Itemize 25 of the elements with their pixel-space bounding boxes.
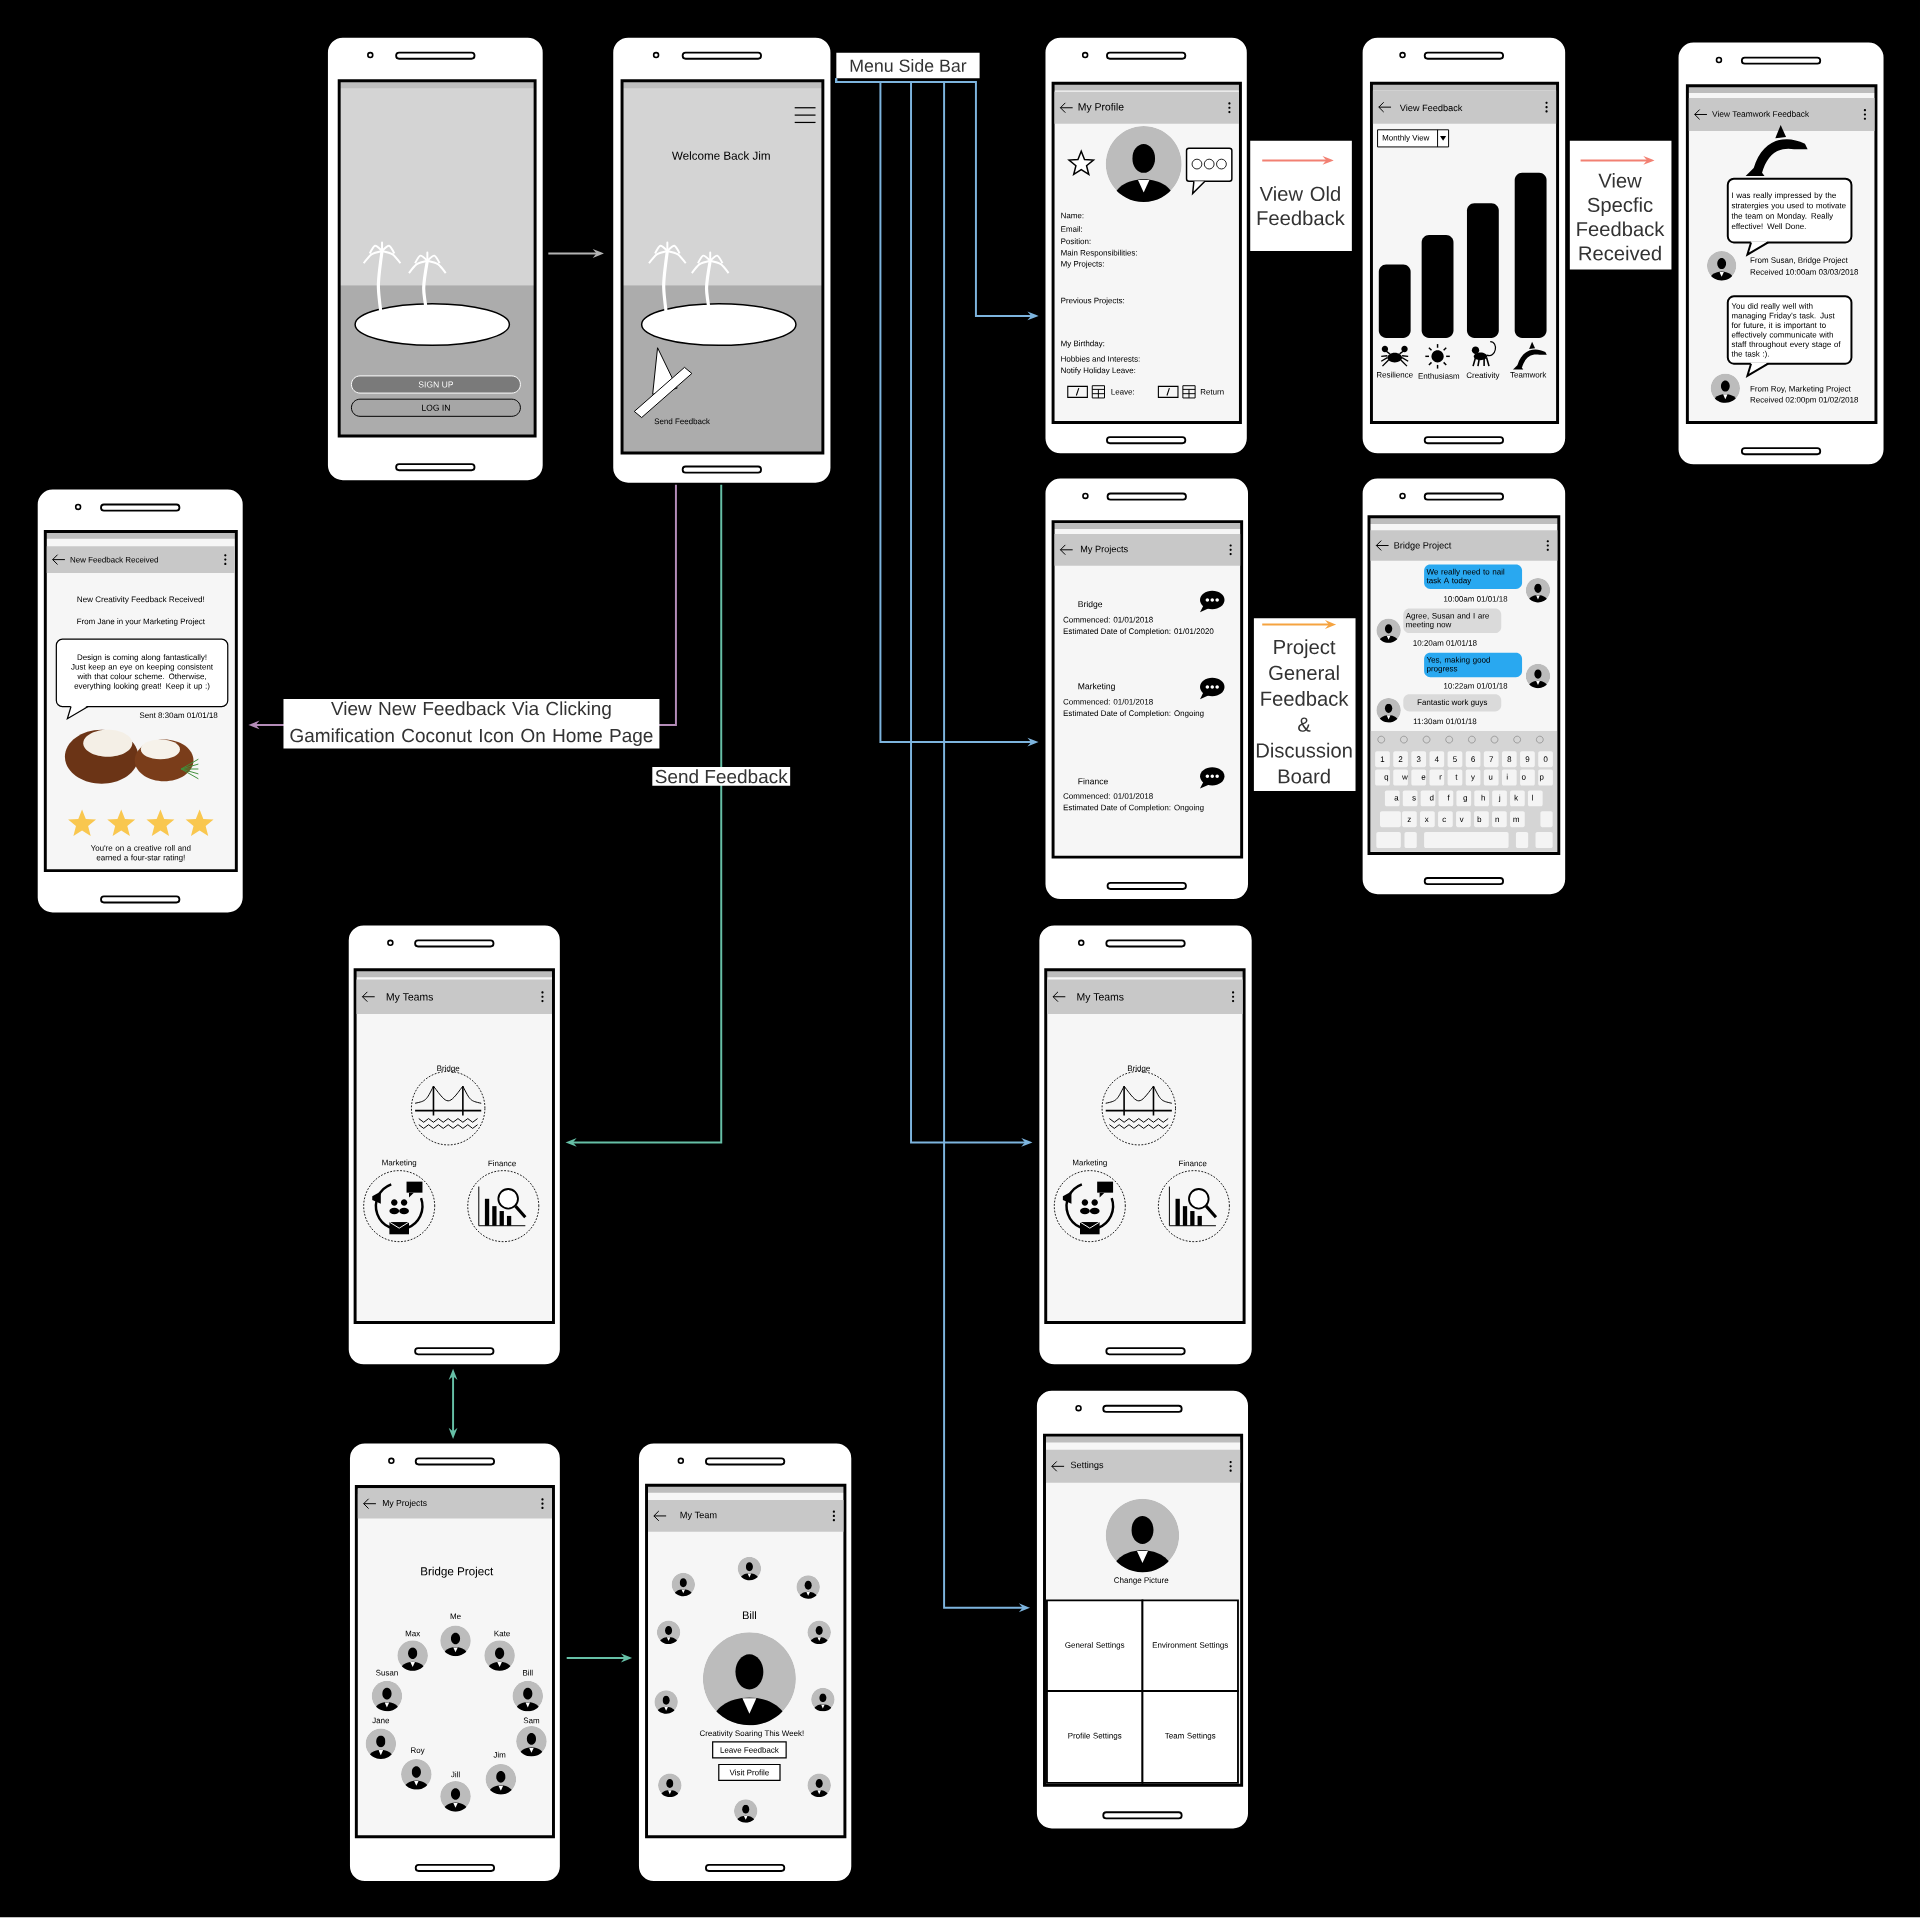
- screen-title: My Projects: [382, 1499, 427, 1508]
- screen-title: My Teams: [386, 993, 433, 1003]
- screen-heading: Bridge Project: [421, 1567, 494, 1578]
- welcome-heading: Welcome Back Jim: [671, 151, 770, 160]
- screen-title: My Team: [680, 1512, 717, 1521]
- button: SIGN UP: [350, 375, 521, 394]
- project-name: Marketing: [1078, 683, 1115, 692]
- screen-title: My Profile: [1078, 103, 1124, 113]
- screen-heading: New Creativity Feedback Received!: [77, 596, 205, 604]
- edge-label: View New Feedback Via Clicking Gamification Coconut Icon On Home Page: [283, 699, 660, 749]
- screen-title: My Projects: [1080, 545, 1128, 555]
- screen-title: View Teamwork Feedback: [1712, 111, 1810, 118]
- project-name: Finance: [1078, 778, 1108, 785]
- text-label: Menu Side Bar: [836, 52, 980, 79]
- screen-title: Settings: [1070, 1461, 1104, 1471]
- edge-label: View Old Feedback: [1250, 141, 1352, 252]
- screen-heading: Bill: [742, 1611, 756, 1620]
- button: LOG IN: [350, 398, 521, 418]
- screen-title: View Feedback: [1399, 104, 1463, 112]
- project-name: Bridge: [1078, 601, 1103, 610]
- edge-label: View Specfic Feedback Received: [1569, 141, 1672, 270]
- edge-label: Send Feedback: [652, 767, 791, 786]
- screen-title: My Teams: [1077, 993, 1124, 1003]
- screen-title: Bridge Project: [1394, 542, 1452, 551]
- edge-label: Project General Feedback & Discussion Board: [1253, 618, 1356, 792]
